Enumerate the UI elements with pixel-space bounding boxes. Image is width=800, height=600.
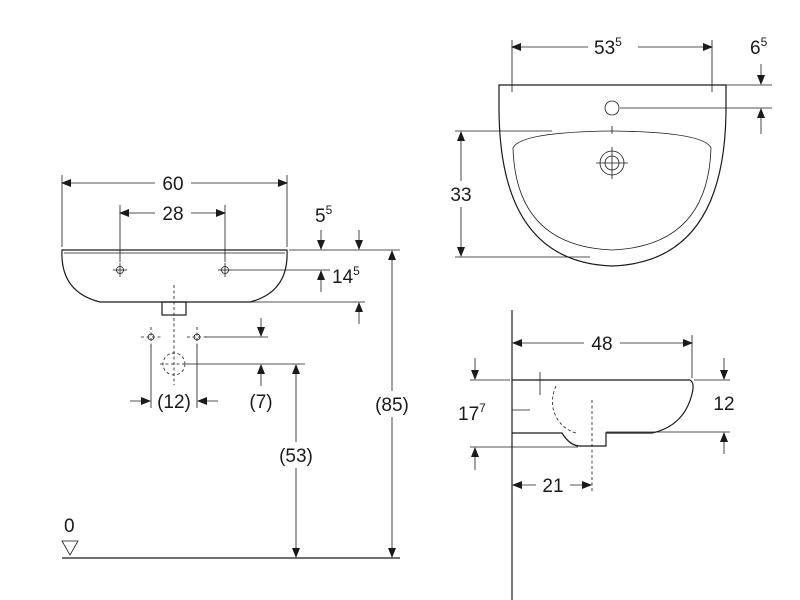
dim-hole-spacing-label: 28 bbox=[162, 204, 183, 225]
dim-outlet-height-label: (53) bbox=[279, 446, 313, 467]
dim-rim-to-bowl-label: 145 bbox=[332, 264, 360, 288]
dim-tap-offset-label: 65 bbox=[750, 35, 768, 59]
dim-mounting-height-label: (85) bbox=[375, 395, 409, 416]
basin-inner-bowl-dashed bbox=[552, 385, 577, 434]
dim-waste-offset-label: 21 bbox=[542, 476, 563, 497]
tap-hole-left bbox=[113, 263, 127, 277]
drain-top bbox=[596, 147, 628, 179]
basin-top-outline bbox=[498, 84, 727, 267]
floor-level-label: 0 bbox=[64, 516, 75, 537]
dim-depth-label: 33 bbox=[450, 185, 471, 206]
supply-cross-right bbox=[187, 327, 207, 347]
dim-drain-height-label: (7) bbox=[249, 392, 272, 413]
tap-hole-right bbox=[218, 263, 232, 277]
floor-level-symbol bbox=[61, 540, 79, 556]
dim-side-height-label: 177 bbox=[458, 401, 486, 425]
basin-side-outline bbox=[512, 379, 694, 447]
front-view: 60 28 55 145 (7) (12) (53) (85) bbox=[61, 170, 416, 559]
side-view: 48 177 12 21 bbox=[458, 310, 735, 600]
dim-projection-label: 48 bbox=[591, 334, 612, 355]
basin-front-outline bbox=[61, 249, 288, 303]
supply-cross-left bbox=[141, 327, 161, 347]
top-view: 535 65 33 bbox=[444, 33, 772, 267]
dim-drain-offset-label: (12) bbox=[157, 392, 191, 413]
dim-top-width-label: 535 bbox=[594, 35, 622, 59]
basin-bowl-outline bbox=[512, 130, 712, 251]
dim-overall-width-label: 60 bbox=[162, 174, 183, 195]
tap-hole-top bbox=[604, 100, 620, 116]
dim-bowl-height-label: 12 bbox=[713, 394, 734, 415]
dim-top-offset-label: 55 bbox=[315, 203, 333, 227]
